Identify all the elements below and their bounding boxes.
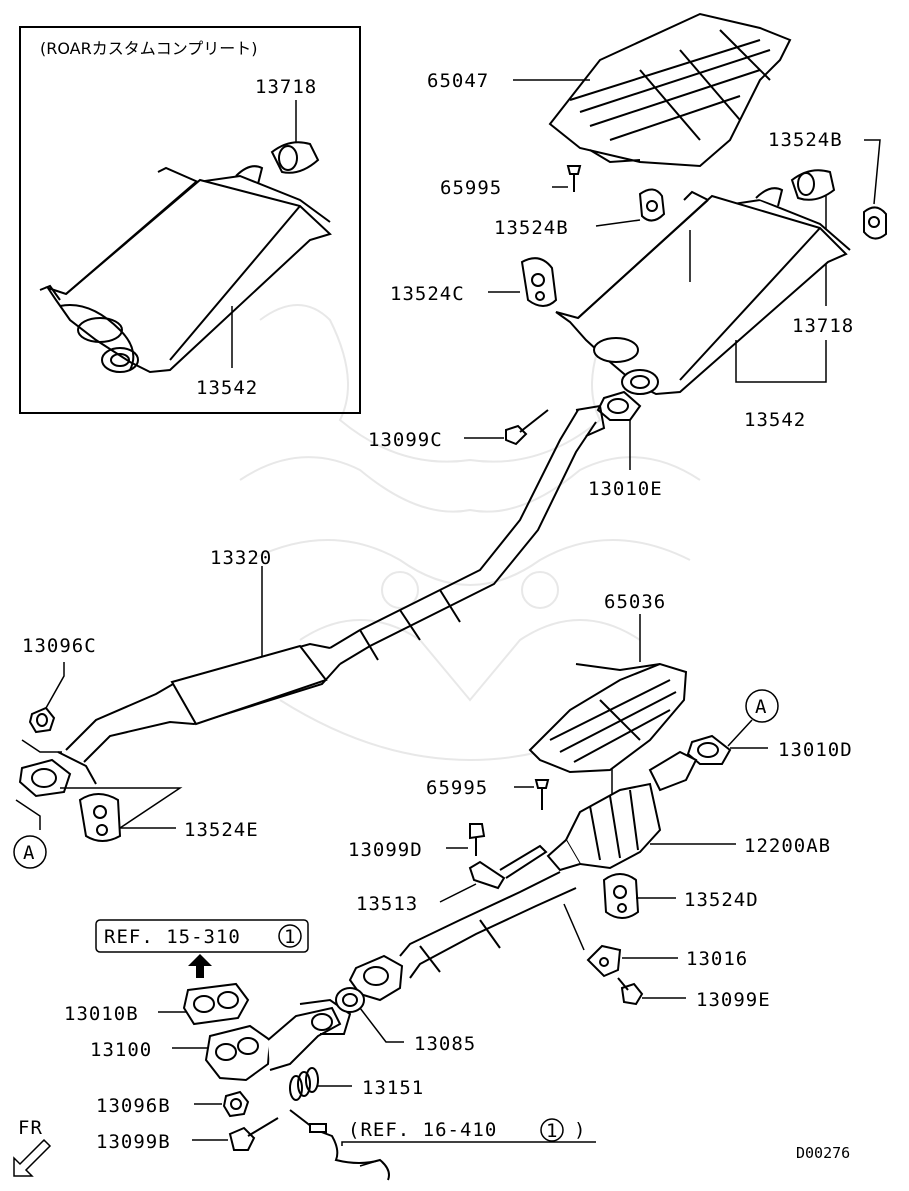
front-arrow-icon: [13, 1138, 52, 1177]
label-13524D: 13524D: [684, 889, 759, 911]
oxygen-sensor: [289, 1109, 390, 1181]
label-13100: 13100: [90, 1039, 152, 1061]
front-flange: [18, 751, 97, 798]
bracket-13016: [586, 944, 622, 978]
label-13524B-right: 13524B: [768, 129, 843, 151]
fr-label: FR: [18, 1117, 43, 1139]
label-13542: 13542: [744, 409, 806, 431]
bolt-13099C: [505, 409, 549, 446]
label-65047: 65047: [427, 70, 489, 92]
spring-13151: [289, 1067, 319, 1101]
callout-a-left: A: [23, 842, 35, 864]
bolt-13099B: [228, 1117, 279, 1151]
front-pipe-13100: [204, 998, 352, 1082]
label-13010B: 13010B: [64, 1003, 139, 1025]
label-13524B-left: 13524B: [494, 217, 569, 239]
callout-a-right-circle: [745, 689, 779, 723]
heat-shield-65036: [528, 662, 688, 774]
front-pipe-section: [348, 871, 577, 1002]
label-13096C: 13096C: [22, 635, 97, 657]
label-13513: 13513: [356, 893, 418, 915]
label-13099D: 13099D: [348, 839, 423, 861]
ref-16-410-close: ): [574, 1119, 586, 1141]
hanger-13524B-left: [638, 188, 666, 222]
bracket-13513: [468, 844, 548, 890]
bolt-65995-top: [566, 165, 582, 192]
gasket-ring-13085: [335, 987, 365, 1013]
inset-muffler: [39, 165, 332, 374]
inset-hanger-13718: [270, 141, 320, 174]
roar-title: (ROARカスタムコンプリート): [40, 39, 258, 58]
callout-a-right: A: [755, 696, 767, 718]
muffler-13542: [555, 187, 851, 396]
label-13524E: 13524E: [184, 819, 259, 841]
label-65036: 65036: [604, 591, 666, 613]
catalytic-converter-12200AB: [546, 750, 698, 872]
ref-16-410-text: (REF. 16-410: [348, 1119, 497, 1141]
label-13151: 13151: [362, 1077, 424, 1099]
gasket-13010E: [596, 390, 642, 421]
hanger-13524E: [78, 793, 122, 842]
gasket-13010D: [686, 734, 732, 765]
hanger-13718: [790, 169, 836, 201]
label-13016: 13016: [686, 948, 748, 970]
label-13524C: 13524C: [390, 283, 465, 305]
ref-15-310-box: REF. 15-310 1: [95, 919, 309, 953]
label-13099E: 13099E: [696, 989, 771, 1011]
label-13718: 13718: [792, 315, 854, 337]
heat-shield-65047: [548, 12, 792, 168]
nut-13096C: [28, 706, 56, 734]
label-13099B: 13099B: [96, 1131, 171, 1153]
ref-15-310-text: REF. 15-310: [104, 926, 241, 948]
label-13096B: 13096B: [96, 1095, 171, 1117]
inset-label-13542: 13542: [196, 377, 258, 399]
label-13099C: 13099C: [368, 429, 443, 451]
hanger-13524D: [602, 873, 640, 919]
ref-16-410-box: (REF. 16-410 1 ): [341, 1118, 596, 1146]
nut-13096B: [222, 1090, 250, 1118]
center-pipe-13320: [65, 404, 606, 763]
label-13085: 13085: [414, 1033, 476, 1055]
label-65995-top: 65995: [440, 177, 502, 199]
inset-label-13718: 13718: [255, 76, 317, 98]
label-13320: 13320: [210, 547, 272, 569]
bolt-13099D: [469, 823, 486, 856]
arrow-up-icon: [188, 954, 212, 978]
hanger-13524C: [520, 257, 558, 307]
label-65995-bottom: 65995: [426, 777, 488, 799]
roar-inset-box: (ROARカスタムコンプリート) 13718 13542: [19, 26, 361, 414]
diagram-id: D00276: [796, 1144, 850, 1162]
bolt-13099E: [617, 977, 644, 1006]
label-13010D: 13010D: [778, 739, 853, 761]
ref-15-310-num: 1: [284, 926, 296, 948]
gasket-13010B: [182, 982, 250, 1026]
label-12200AB: 12200AB: [744, 835, 831, 857]
ref-16-410-num: 1: [546, 1120, 558, 1142]
hanger-13524B-right: [863, 206, 887, 240]
label-13010E: 13010E: [588, 478, 663, 500]
callout-a-left-circle: [13, 835, 47, 869]
bolt-65995-bottom: [534, 779, 550, 810]
